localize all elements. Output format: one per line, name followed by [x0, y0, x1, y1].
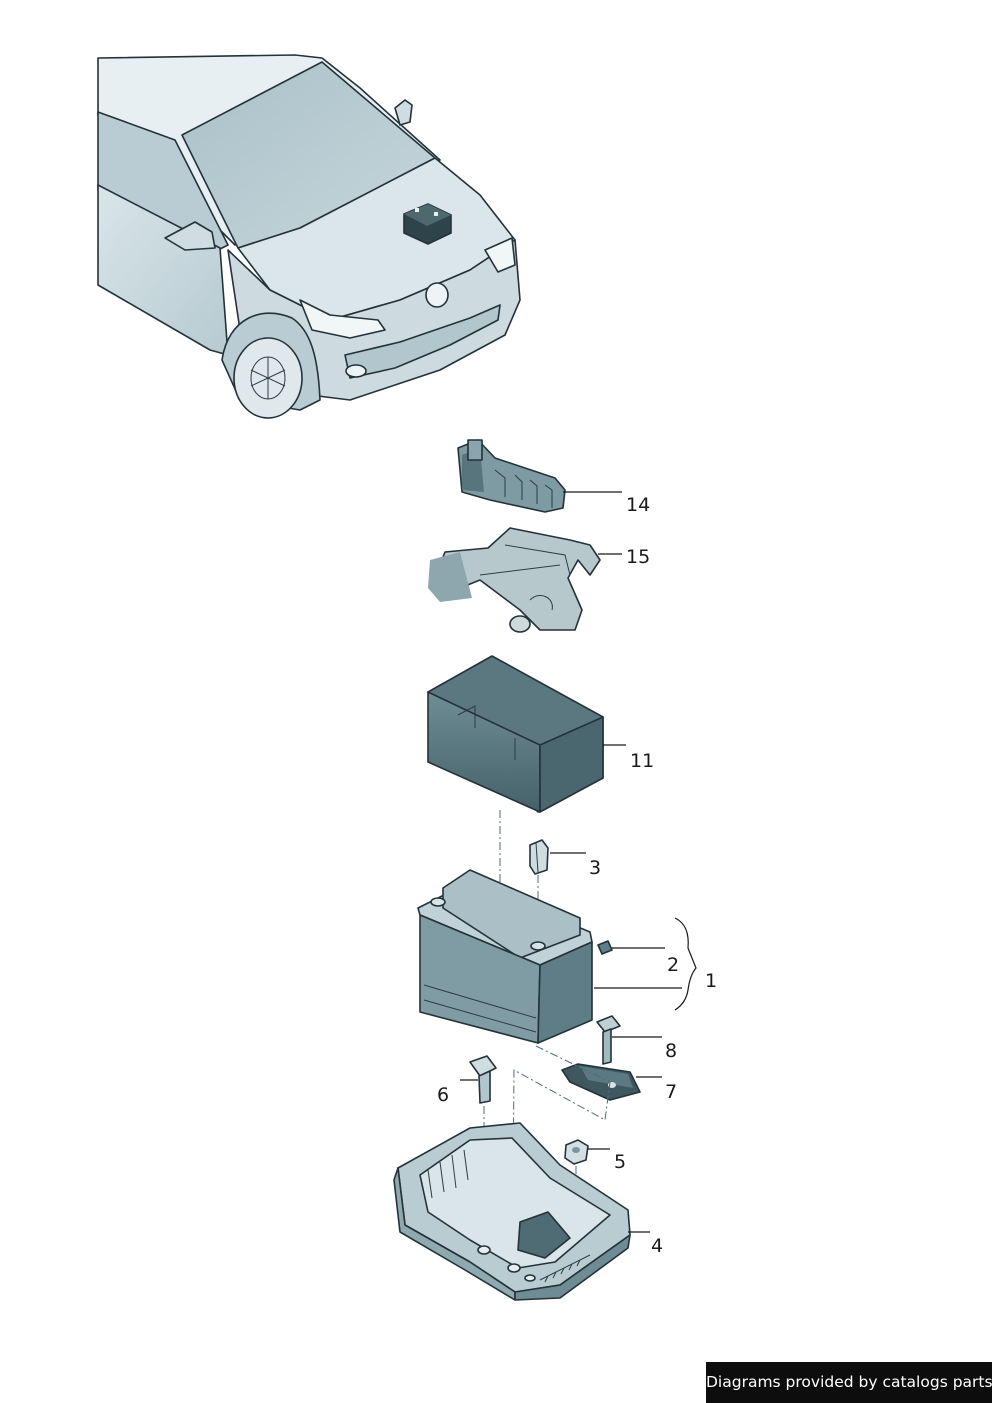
part-11-battery-insulation-case [427, 655, 604, 813]
callout-11: 11 [630, 750, 654, 772]
car-fog-light [345, 364, 367, 378]
car-headlight [299, 299, 386, 339]
clamp-axis [512, 1045, 611, 1186]
callout-5: 5 [614, 1151, 626, 1173]
battery-location-marker [403, 203, 452, 245]
car-wheel-spokes [250, 357, 286, 399]
car-badge [425, 282, 449, 308]
part-2-bolt-small [597, 940, 613, 955]
part-3-terminal-cover [529, 839, 549, 875]
car-side-window [97, 111, 229, 251]
part-5-nut [564, 1139, 589, 1165]
callout-3: 3 [589, 857, 601, 879]
callout-8: 8 [665, 1040, 677, 1062]
callout-2: 2 [667, 954, 679, 976]
part-4-battery-tray [393, 1122, 631, 1301]
callout-7: 7 [665, 1081, 677, 1103]
part-7-clamp [561, 1063, 641, 1101]
part-14-fuse-holder [457, 439, 566, 513]
car-antenna [394, 99, 413, 126]
callout-4: 4 [651, 1235, 663, 1257]
callout-6: 6 [437, 1084, 449, 1106]
callout-15: 15 [626, 546, 650, 568]
vehicle-illustration [97, 54, 521, 419]
callout-1: 1 [705, 970, 717, 992]
car-mirror [164, 221, 216, 251]
credit-banner: Diagrams provided by catalogs parts [706, 1362, 992, 1403]
car-headlight-right [484, 237, 516, 273]
part-1-battery [417, 869, 593, 1044]
part-6-bolt [469, 1055, 497, 1104]
part-15-cable-carrier [428, 527, 601, 633]
part-8-bolt [596, 1015, 621, 1065]
part-1-brace [674, 917, 697, 1011]
callout-14: 14 [626, 494, 650, 516]
